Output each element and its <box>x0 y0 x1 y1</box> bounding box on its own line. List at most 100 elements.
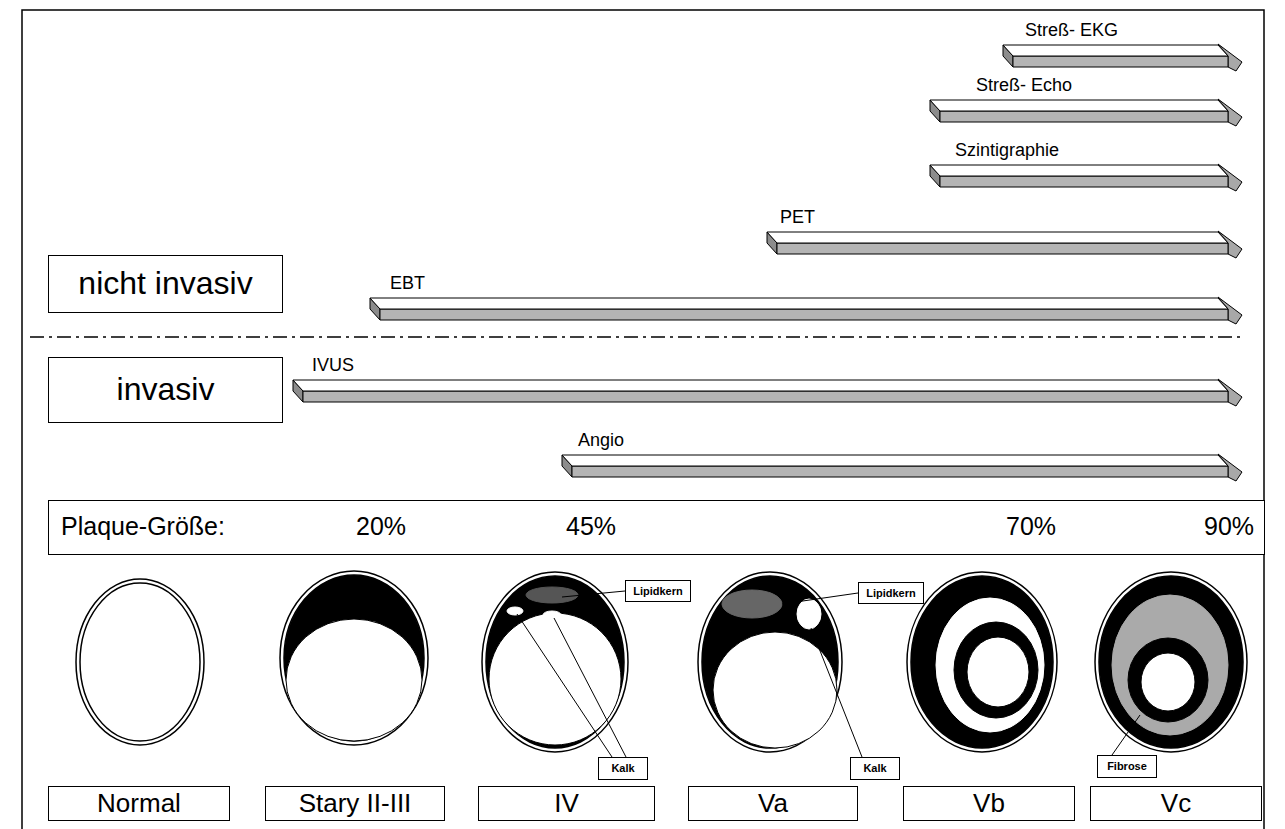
box-label: invasiv <box>117 372 215 407</box>
box-label: Vc <box>1161 789 1191 818</box>
fibrosis <box>1112 595 1228 735</box>
vessel-intima <box>911 576 1053 748</box>
callout-box: Kalk <box>598 757 648 780</box>
box-label: IV <box>554 789 579 818</box>
vessel-wall <box>76 579 204 745</box>
vessel-section <box>1095 572 1247 752</box>
box-label: Stary II-III <box>299 789 412 818</box>
vessel-wall <box>280 571 428 745</box>
calcification <box>797 599 821 629</box>
bar-front <box>777 243 1228 254</box>
box-label: Kalk <box>611 762 634 774</box>
vessel-section <box>698 572 842 752</box>
stage-box: Normal <box>48 786 230 821</box>
leader-line <box>782 593 858 604</box>
method-label: Angio <box>578 431 624 451</box>
box-label: Vb <box>973 789 1005 818</box>
calcification <box>543 611 561 619</box>
bar-front <box>380 309 1228 320</box>
box-label: nicht invasiv <box>78 266 252 301</box>
range-bar <box>930 99 1242 126</box>
range-bar <box>562 454 1242 481</box>
lipid-core <box>526 587 578 603</box>
scale-box: Plaque-Größe: 20% 45% 70% 90% <box>48 500 1265 555</box>
lumen <box>713 632 837 748</box>
bar-top <box>293 380 1228 391</box>
callout-box: Kalk <box>850 757 900 780</box>
stage-box: Vc <box>1090 786 1262 821</box>
calcified-plaque <box>936 598 1044 732</box>
method-label: Streß- Echo <box>976 76 1072 96</box>
separator-line <box>30 336 1240 338</box>
bar-top <box>767 232 1228 243</box>
method-label: Szintigraphie <box>955 141 1059 161</box>
bar-top <box>1003 45 1228 56</box>
stage-box: IV <box>478 786 655 821</box>
scale-value: Plaque-Größe: <box>61 513 225 541</box>
range-bar <box>930 164 1242 191</box>
vessel-section <box>907 572 1057 752</box>
stage-box: Va <box>688 786 858 821</box>
vessel-intima <box>702 576 838 748</box>
method-label: IVUS <box>312 356 354 376</box>
range-bar <box>1003 44 1242 71</box>
box-label: Kalk <box>863 762 886 774</box>
box-label: Normal <box>97 789 181 818</box>
callout-box: Lipidkern <box>858 582 924 604</box>
bar-top <box>562 455 1228 466</box>
bar-front <box>940 176 1228 187</box>
leader-line <box>562 591 625 597</box>
box-label: Lipidkern <box>633 585 683 597</box>
vessel-section <box>76 579 204 745</box>
lumen <box>1141 653 1195 711</box>
leader-line <box>517 614 612 757</box>
method-label: EBT <box>390 274 425 294</box>
vessel-intima <box>486 576 624 748</box>
box-label: Va <box>758 789 788 818</box>
vessel-section <box>280 571 428 745</box>
vessel-intima <box>284 575 424 741</box>
box-label: Lipidkern <box>866 587 916 599</box>
bar-front <box>303 391 1228 402</box>
leader-line <box>1112 715 1140 755</box>
lipid-core <box>722 590 782 618</box>
category-box: nicht invasiv <box>48 255 283 313</box>
leader-line <box>811 628 862 757</box>
stage-box: Stary II-III <box>265 786 445 821</box>
category-box: invasiv <box>48 357 283 423</box>
vessel-intima <box>80 583 200 741</box>
bar-front <box>940 111 1228 122</box>
vessel-wall <box>1095 572 1247 752</box>
lumen <box>967 637 1029 707</box>
bar-top <box>930 100 1228 111</box>
calcification <box>507 607 523 615</box>
lumen <box>489 613 621 745</box>
scale-value: 45% <box>566 513 616 541</box>
vessel-wall <box>907 572 1057 752</box>
callout-box: Fibrose <box>1097 755 1157 778</box>
leader-line <box>554 618 626 757</box>
vessel-section <box>482 572 628 752</box>
scale-value: 90% <box>1204 513 1254 541</box>
vessel-intima <box>1099 576 1243 748</box>
scale-value: 70% <box>1006 513 1056 541</box>
method-label: Streß- EKG <box>1025 21 1118 41</box>
range-bar <box>293 379 1242 406</box>
bar-front <box>1013 56 1228 67</box>
plaque-ring <box>1128 638 1208 722</box>
scale-value: 20% <box>356 513 406 541</box>
lumen <box>286 619 422 741</box>
leader-lines <box>517 591 1140 757</box>
plaque-ring <box>954 622 1038 718</box>
callout-box: Lipidkern <box>625 580 691 602</box>
box-label: Fibrose <box>1107 760 1147 772</box>
bar-front <box>572 466 1228 477</box>
stage-box: Vb <box>903 786 1075 821</box>
vessel-wall <box>482 572 628 752</box>
range-bar <box>767 231 1242 258</box>
bar-top <box>370 298 1228 309</box>
frame <box>22 10 1264 829</box>
bar-top <box>930 165 1228 176</box>
method-label: PET <box>780 208 815 228</box>
